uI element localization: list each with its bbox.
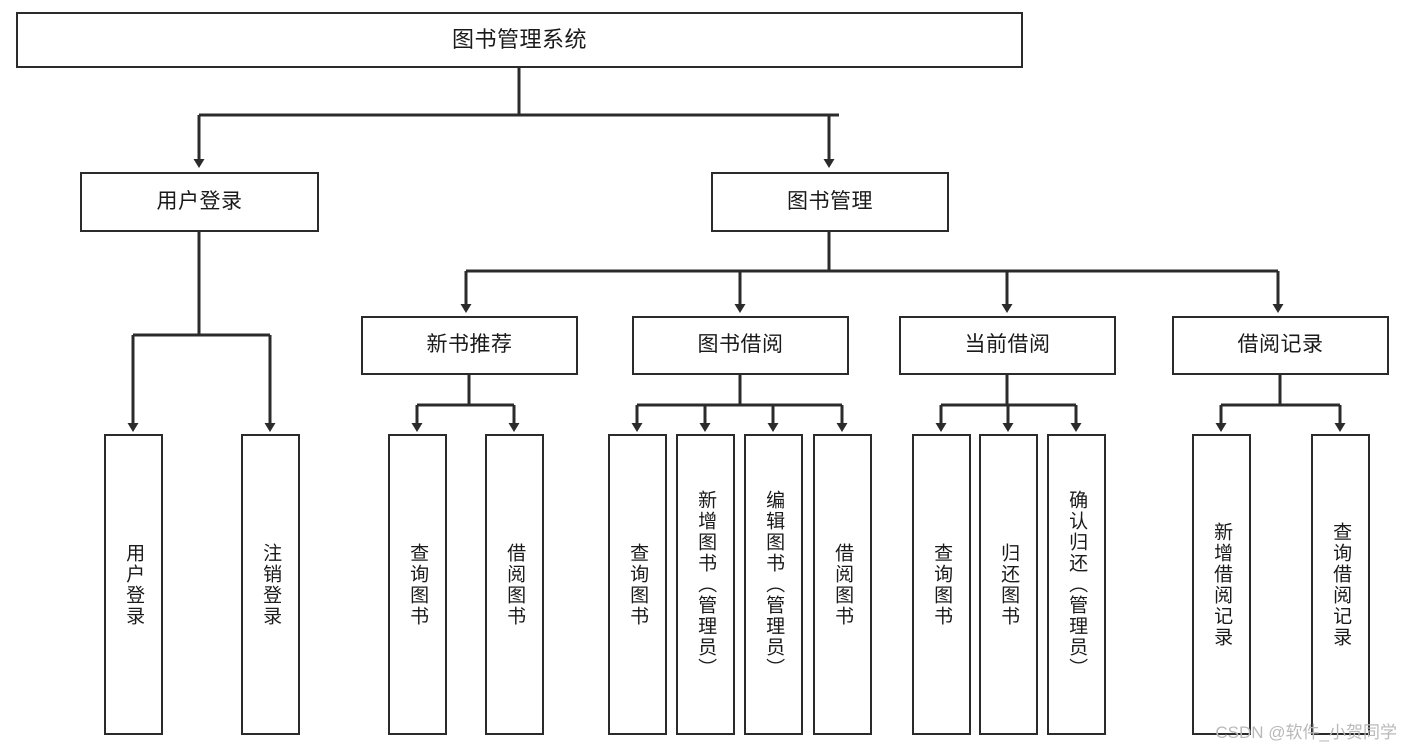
leaf-current-return-book[interactable]: 归还图书 xyxy=(979,434,1038,735)
node-label: 新增借阅记录 xyxy=(1211,521,1233,648)
leaf-record-query[interactable]: 查询借阅记录 xyxy=(1311,434,1370,735)
node-root-system[interactable]: 图书管理系统 xyxy=(16,12,1023,68)
node-label: 编辑图书（管理员） xyxy=(763,490,785,679)
node-label: 确认归还（管理员） xyxy=(1066,490,1088,679)
leaf-borrow-query-book[interactable]: 查询图书 xyxy=(608,434,667,735)
node-label: 用户登录 xyxy=(123,542,145,627)
leaf-borrow-borrow-book[interactable]: 借阅图书 xyxy=(813,434,872,735)
node-book-management[interactable]: 图书管理 xyxy=(711,172,949,232)
node-label: 图书借阅 xyxy=(697,333,784,357)
node-user-login[interactable]: 用户登录 xyxy=(80,172,319,232)
node-current-borrowing[interactable]: 当前借阅 xyxy=(899,316,1116,375)
node-label: 查询借阅记录 xyxy=(1330,521,1352,648)
leaf-borrow-edit-book[interactable]: 编辑图书（管理员） xyxy=(744,434,803,735)
node-label: 注销登录 xyxy=(260,542,282,627)
node-borrowing-records[interactable]: 借阅记录 xyxy=(1172,316,1389,375)
leaf-rec-borrow-book[interactable]: 借阅图书 xyxy=(485,434,544,735)
leaf-user-logout[interactable]: 注销登录 xyxy=(241,434,300,735)
node-label: 借阅图书 xyxy=(832,542,854,627)
node-label: 借阅图书 xyxy=(504,542,526,627)
node-label: 当前借阅 xyxy=(964,333,1051,357)
node-label: 查询图书 xyxy=(931,542,953,627)
node-new-book-recommendation[interactable]: 新书推荐 xyxy=(361,316,578,375)
node-label: 新增图书（管理员） xyxy=(695,490,717,679)
leaf-rec-query-book[interactable]: 查询图书 xyxy=(388,434,447,735)
leaf-current-confirm-return[interactable]: 确认归还（管理员） xyxy=(1047,434,1106,735)
node-label: 用户登录 xyxy=(156,189,243,213)
leaf-user-login[interactable]: 用户登录 xyxy=(104,434,163,735)
node-label: 归还图书 xyxy=(998,542,1020,627)
leaf-record-add[interactable]: 新增借阅记录 xyxy=(1192,434,1251,735)
leaf-current-query-book[interactable]: 查询图书 xyxy=(912,434,971,735)
leaf-borrow-add-book[interactable]: 新增图书（管理员） xyxy=(676,434,735,735)
node-label: 查询图书 xyxy=(407,542,429,627)
node-label: 借阅记录 xyxy=(1237,333,1324,357)
node-label: 查询图书 xyxy=(627,542,649,627)
node-label: 新书推荐 xyxy=(426,333,513,357)
node-book-borrowing[interactable]: 图书借阅 xyxy=(632,316,849,375)
node-label: 图书管理 xyxy=(787,189,873,213)
node-label: 图书管理系统 xyxy=(451,26,587,52)
